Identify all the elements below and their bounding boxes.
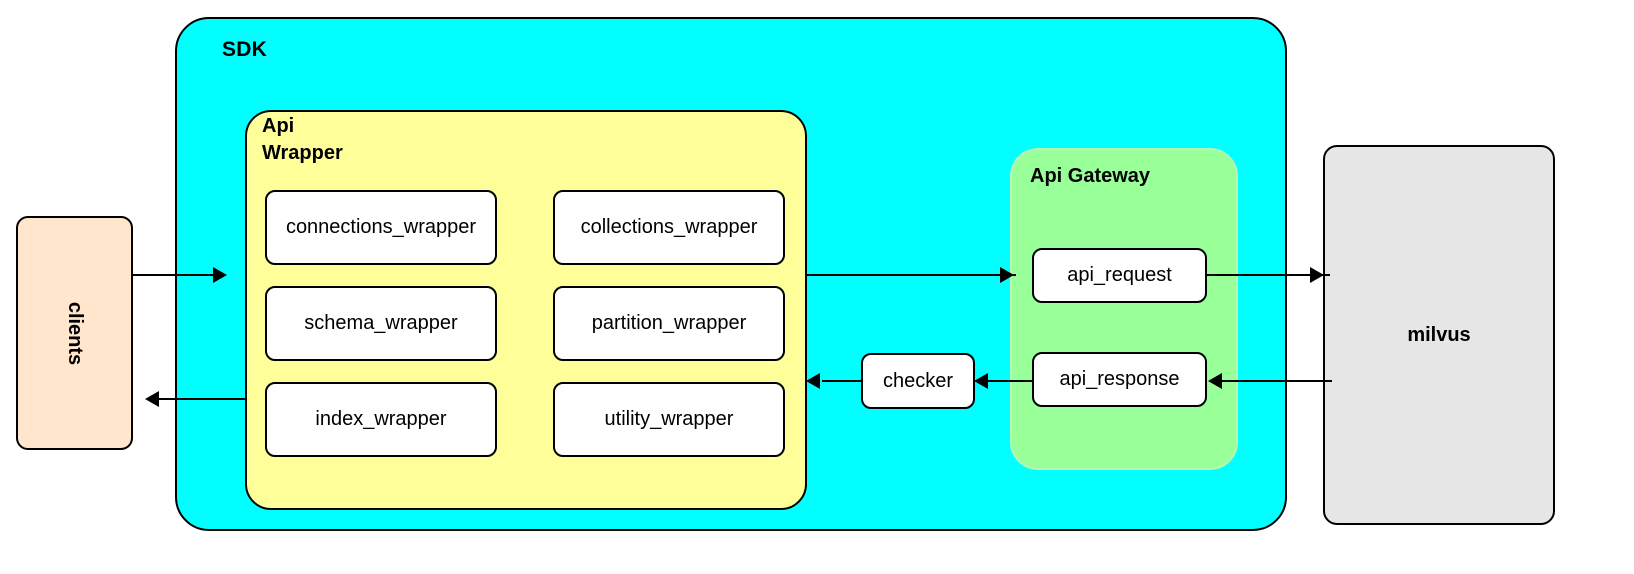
arrowhead-milvus-to-api-response: [1208, 373, 1222, 389]
arrowhead-clients-to-wrapper: [213, 267, 227, 283]
node-clients[interactable]: clients: [16, 216, 133, 450]
node-checker[interactable]: checker: [861, 353, 975, 409]
arrowhead-api-response-to-checker: [974, 373, 988, 389]
connector-wrapper-to-api-request: [806, 274, 1016, 276]
node-api-response[interactable]: api_response: [1032, 352, 1207, 407]
node-api-request[interactable]: api_request: [1032, 248, 1207, 303]
connector-api-response-to-checker: [988, 380, 1032, 382]
module-collections-wrapper[interactable]: collections_wrapper: [553, 190, 785, 265]
arrowhead-checker-to-wrapper: [806, 373, 820, 389]
node-clients-label: clients: [63, 301, 86, 365]
sdk-label: SDK: [222, 38, 267, 61]
connector-clients-to-wrapper: [133, 274, 225, 276]
api-gateway-label: Api Gateway: [1030, 163, 1160, 190]
connector-wrapper-to-clients: [159, 398, 245, 400]
api-gateway-label-line2: Gateway: [1067, 165, 1151, 187]
connector-checker-to-wrapper: [822, 380, 862, 382]
module-schema-wrapper[interactable]: schema_wrapper: [265, 286, 497, 361]
node-milvus[interactable]: milvus: [1323, 145, 1555, 525]
connector-api-request-to-milvus: [1206, 274, 1330, 276]
connector-milvus-to-api-response: [1222, 380, 1332, 382]
module-connections-wrapper[interactable]: connections_wrapper: [265, 190, 497, 265]
api-wrapper-label-line1: Api: [262, 115, 295, 137]
api-wrapper-label: Api Wrapper: [262, 113, 392, 167]
arrowhead-wrapper-to-api-request: [1000, 267, 1014, 283]
api-gateway-label-line1: Api: [1030, 165, 1063, 187]
arrowhead-api-request-to-milvus: [1310, 267, 1324, 283]
arrowhead-wrapper-to-clients: [145, 391, 159, 407]
api-gateway-container: [1010, 148, 1238, 470]
module-index-wrapper[interactable]: index_wrapper: [265, 382, 497, 457]
node-milvus-label: milvus: [1407, 323, 1471, 346]
api-wrapper-label-line2: Wrapper: [262, 142, 343, 164]
module-partition-wrapper[interactable]: partition_wrapper: [553, 286, 785, 361]
module-utility-wrapper[interactable]: utility_wrapper: [553, 382, 785, 457]
